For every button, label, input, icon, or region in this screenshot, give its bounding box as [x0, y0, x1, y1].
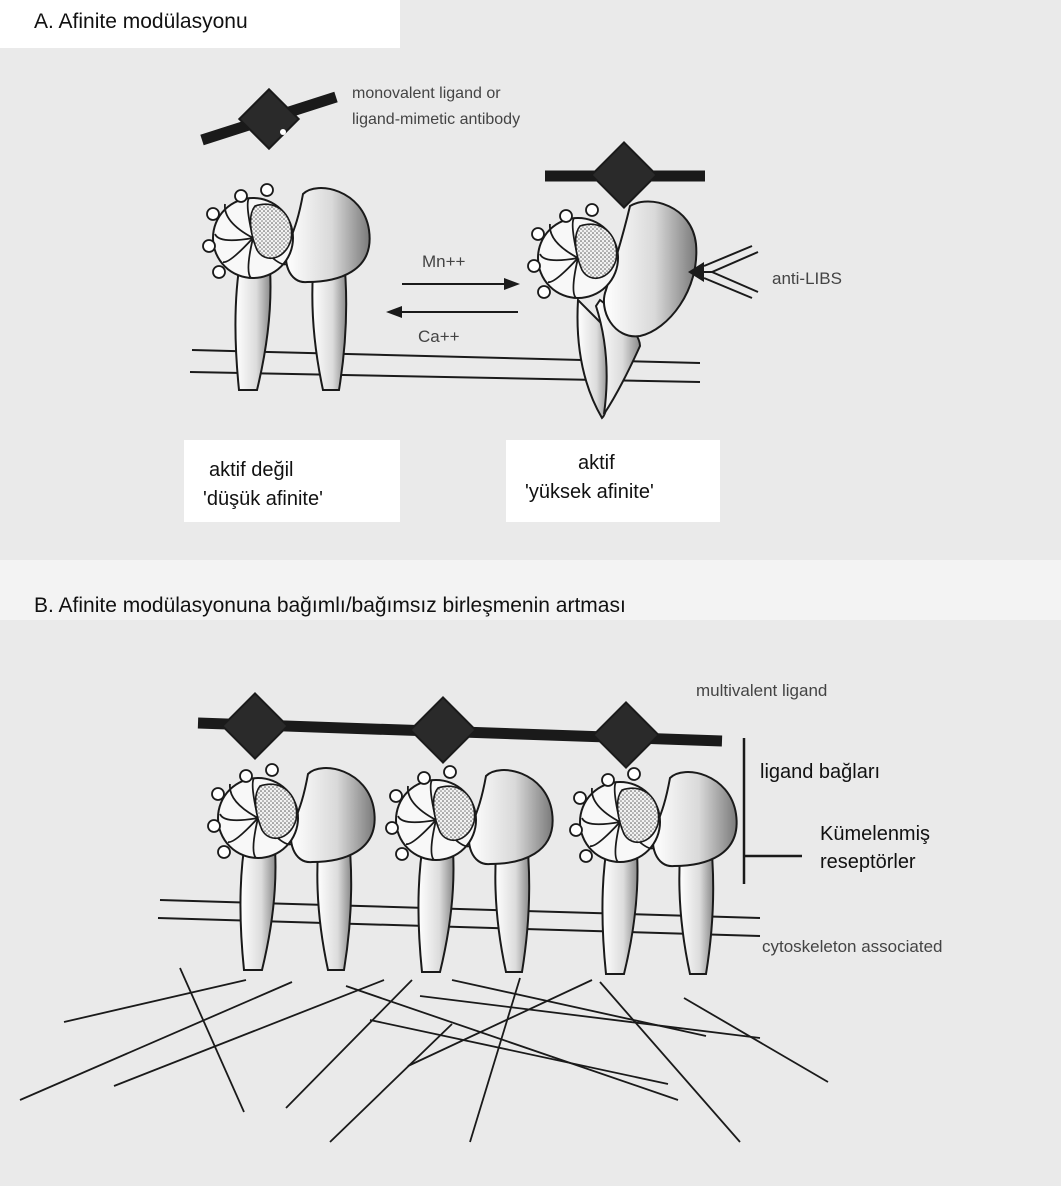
inactive-state-label: aktif değil [209, 459, 294, 481]
anti-libs-label: anti-LIBS [772, 269, 842, 288]
section-a-title: A. Afinite modülasyonu [34, 10, 248, 33]
multivalent-ligand-label: multivalent ligand [696, 681, 827, 700]
cytoskeleton-label: cytoskeleton associated [762, 937, 943, 956]
clustered-receptors-line2: reseptörler [820, 851, 916, 873]
clustered-receptors-line1: Kümelenmiş [820, 823, 930, 845]
section-b-title: B. Afinite modülasyonuna bağımlı/bağımsı… [34, 594, 626, 617]
low-affinity-label: 'düşük afinite' [203, 488, 323, 510]
ligand-label-line1: monovalent ligand or [352, 85, 501, 102]
ca-label: Ca++ [418, 327, 460, 346]
active-state-label: aktif [578, 452, 615, 474]
high-affinity-label: 'yüksek afinite' [525, 481, 654, 503]
mn-label: Mn++ [422, 252, 466, 271]
ligand-bonds-label: ligand bağları [760, 761, 880, 783]
ligand-label-line2: ligand-mimetic antibody [352, 111, 520, 128]
